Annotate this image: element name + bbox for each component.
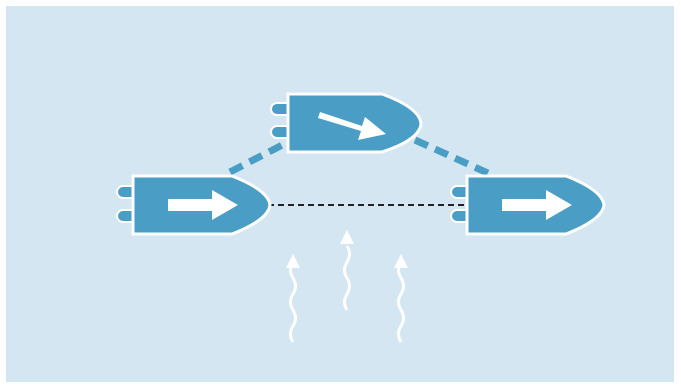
wavy-up-arrow-icon xyxy=(394,254,408,343)
boat-right xyxy=(450,174,606,236)
link-top-right xyxy=(413,136,492,178)
arrow-right-icon xyxy=(502,190,572,220)
link-left-top xyxy=(228,136,294,176)
boat-top xyxy=(270,92,423,154)
wavy-up-arrow-icon xyxy=(340,230,354,311)
arrow-right-icon xyxy=(318,112,386,140)
wavy-up-arrow-icon xyxy=(286,254,300,343)
arrow-right-icon xyxy=(168,190,238,220)
boat-top-hull xyxy=(286,92,423,154)
boat-left xyxy=(116,174,272,236)
